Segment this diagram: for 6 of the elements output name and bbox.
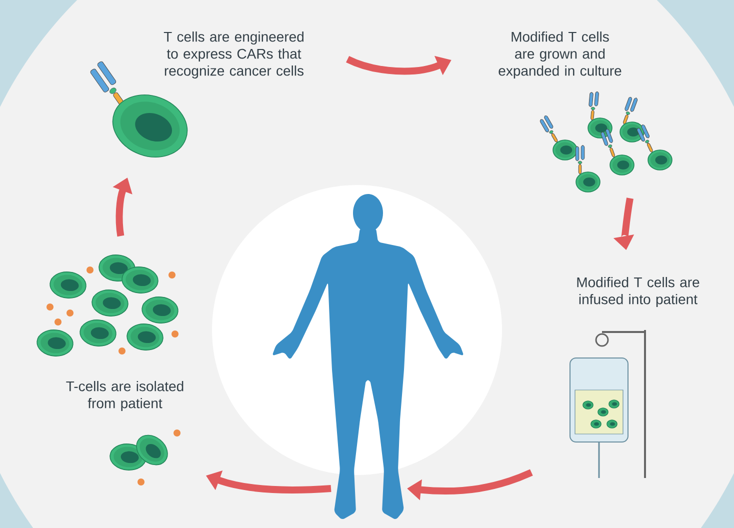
step-caption: Modified T cells are infused into patient: [577, 276, 700, 308]
step-caption: Modified T cells are grown and expanded in culture: [498, 31, 622, 79]
person-silhouette: [272, 194, 464, 519]
step-caption: T cells are engineered to express CARs that recognize cancer cells: [164, 31, 304, 79]
t-cells-drawing: [110, 430, 180, 486]
step-caption: T-cells are isolated from patient: [66, 380, 184, 412]
